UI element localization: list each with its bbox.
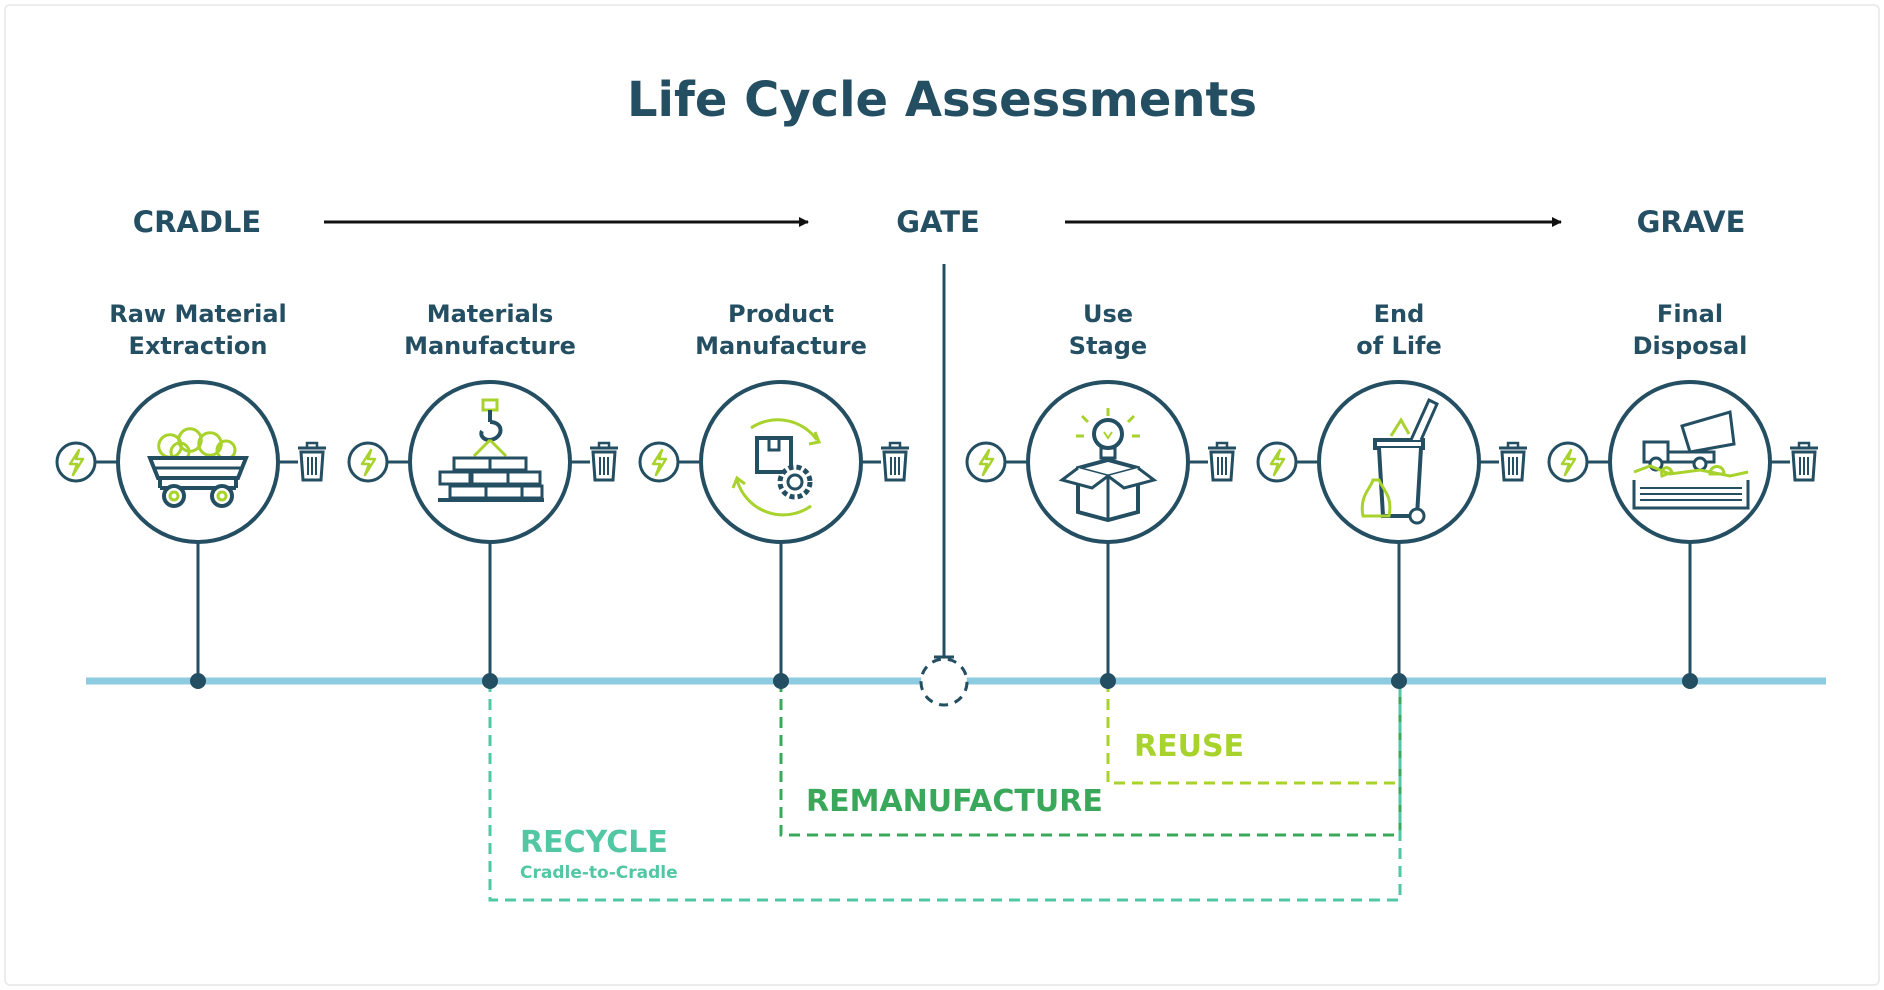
crane-hook-bricks-icon	[438, 398, 544, 502]
lightning-energy-icon	[965, 441, 1007, 483]
reuse-label: REUSE	[1134, 729, 1244, 764]
stage-label-line2: Manufacture	[404, 332, 576, 360]
trash-can-icon	[881, 441, 909, 482]
page-title: Life Cycle Assessments	[627, 72, 1257, 128]
lightning-energy-icon	[638, 441, 680, 483]
timeline-node	[190, 673, 206, 689]
lightning-energy-icon	[1547, 441, 1589, 483]
remanufacture-label: REMANUFACTURE	[806, 784, 1103, 819]
lightbulb-box-icon	[1058, 408, 1158, 523]
gate-marker	[919, 657, 969, 707]
recycle-label: RECYCLE	[520, 825, 668, 860]
stage-label-line2: Manufacture	[695, 332, 867, 360]
timeline-node	[1100, 673, 1116, 689]
stage-label-line1: Materials	[427, 300, 554, 328]
trash-can-icon	[298, 441, 326, 482]
lightning-energy-icon	[55, 441, 97, 483]
dump-truck-landfill-icon	[1632, 410, 1750, 510]
recycle-loop	[488, 681, 1402, 902]
stage-5: End of Life	[1256, 300, 1527, 689]
stage-label-line2: Disposal	[1633, 332, 1748, 360]
phase-grave: GRAVE	[1637, 205, 1746, 239]
mine-cart-icon	[147, 427, 249, 508]
box-gear-cycle-icon	[731, 418, 822, 517]
stages-group: Raw MaterialExtractionMaterialsManufactu…	[55, 300, 1818, 689]
trash-can-icon	[1499, 441, 1527, 482]
timeline-node	[482, 673, 498, 689]
stage-label-line1: Final	[1657, 300, 1723, 328]
stage-label-line1: Product	[728, 300, 834, 328]
stage-label-line2: Stage	[1069, 332, 1147, 360]
diagram-frame	[4, 4, 1880, 986]
lightning-energy-icon	[1256, 441, 1298, 483]
stage-label-line1: End	[1374, 300, 1425, 328]
phase-gate: GATE	[896, 205, 980, 239]
timeline-node	[1682, 673, 1698, 689]
trash-can-icon	[590, 441, 618, 482]
waste-bin-icon	[1360, 397, 1439, 525]
lightning-energy-icon	[347, 441, 389, 483]
phase-cradle: CRADLE	[133, 205, 261, 239]
trash-can-icon	[1208, 441, 1236, 482]
timeline-node	[773, 673, 789, 689]
trash-can-icon	[1790, 441, 1818, 482]
stage-label-line2: Extraction	[129, 332, 268, 360]
stage-label-line1: Raw Material	[109, 300, 287, 328]
recycle-sublabel: Cradle-to-Cradle	[520, 863, 678, 883]
stage-label-line1: Use	[1083, 300, 1133, 328]
stage-label-line2: of Life	[1356, 332, 1442, 360]
timeline-node	[1391, 673, 1407, 689]
